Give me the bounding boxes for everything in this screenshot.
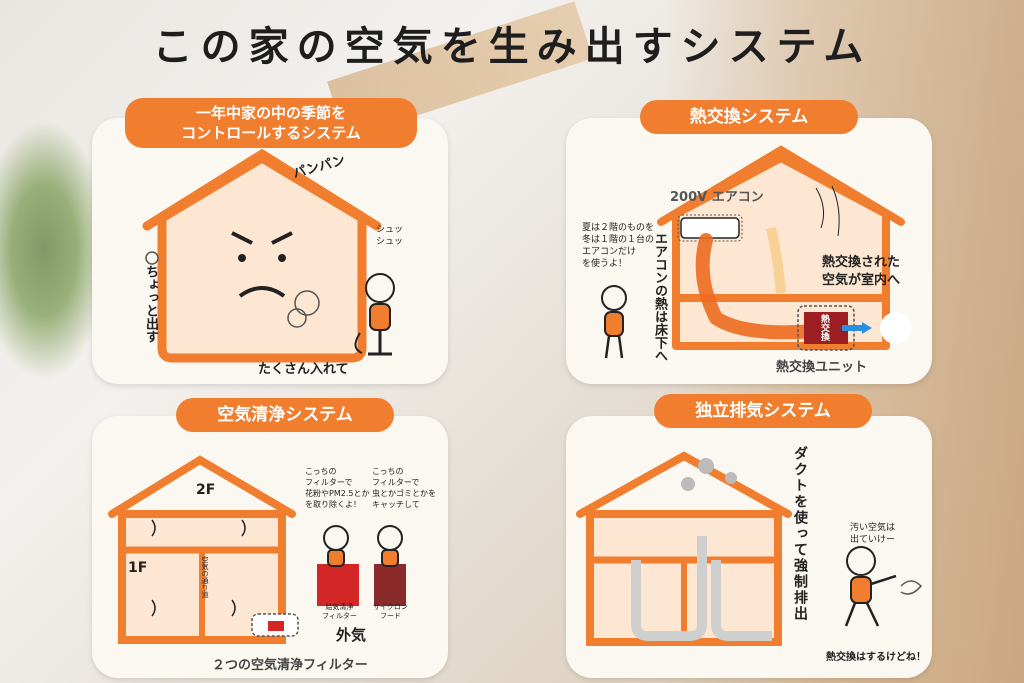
sfx-pump: シュッ シュッ: [376, 225, 404, 247]
heat-exchange-house-illustration: [601, 145, 912, 359]
floor-2f-label: 2F: [196, 482, 216, 498]
panel1-heading-line1: 一年中家の中の季節を: [195, 104, 346, 122]
air-purification-house-illustration: [108, 455, 406, 644]
air-passage-label: 空気の通り道: [201, 556, 209, 598]
panel2-vertical-text: エアコンの熱は床下へ: [652, 232, 667, 362]
panel4-heading: 独立排気システム: [654, 394, 872, 428]
panel3-heading: 空気清浄システム: [176, 398, 394, 432]
panel1-heading-line2: コントロールするシステム: [181, 124, 361, 142]
heat-exchange-unit-label: 熱交換ユニット: [776, 360, 868, 375]
filter1-label: 給気清浄 フィルター: [322, 603, 357, 620]
ac-label: 200V エアコン: [670, 190, 764, 205]
exchanged-air-label: 熱交換された 空気が室内へ: [822, 255, 901, 288]
panel4-caption: 熱交換はするけどね！: [826, 652, 926, 663]
panel2-heading: 熱交換システム: [640, 100, 858, 134]
angry-house-illustration: [142, 148, 395, 363]
filter1-bubble: こっちの フィルターで 花粉やPM2.5とか を取り除くよ！: [305, 467, 370, 509]
background-plant: [0, 120, 110, 380]
panel1-caption: たくさん入れて: [258, 362, 349, 377]
panel1-heading: 一年中家の中の季節を コントロールするシステム: [125, 98, 417, 148]
page-title: この家の空気を生み出すシステム: [152, 24, 872, 70]
exhaust-house-illustration: [576, 451, 923, 646]
summer-winter-note: 夏は２階のものを 冬は１階の１台の エアコンだけ を使うよ！: [582, 223, 655, 269]
heat-exchange-box-label: 熱交換: [819, 314, 829, 341]
filter2-bubble: こっちの フィルターで 虫とかゴミとかを キャッチして: [372, 467, 436, 509]
filter2-label: サイクロン フード: [373, 603, 408, 620]
panel3-caption: ２つの空気清浄フィルター: [212, 658, 368, 673]
sfx-chotto-dasu: ちょっと出す: [143, 265, 158, 343]
floor-1f-label: 1F: [128, 560, 148, 576]
outside-air-label: 外気: [336, 626, 367, 644]
panel4-vertical-text: ダクトを使って強制排出: [792, 446, 808, 622]
dirty-air-bubble: 汚い空気は 出ていけー: [850, 523, 896, 545]
